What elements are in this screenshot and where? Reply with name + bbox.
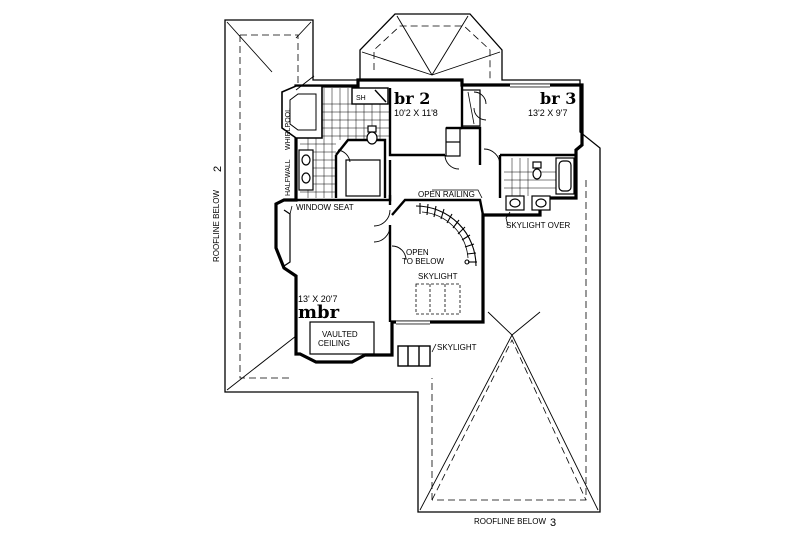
shower bbox=[351, 87, 389, 105]
open-to-below-label-2: TO BELOW bbox=[402, 257, 445, 266]
br3-name: br 3 bbox=[540, 89, 576, 108]
bath2-fixtures bbox=[505, 157, 575, 211]
shower-label: SH bbox=[356, 95, 366, 102]
mbr-dimensions: 13' X 20'7 bbox=[298, 294, 337, 304]
whirlpool-label: WHIRLPOOL bbox=[285, 108, 292, 150]
roof-outline bbox=[224, 13, 601, 513]
door-swings bbox=[295, 75, 501, 261]
skylight-stair-label: SKYLIGHT bbox=[418, 272, 458, 281]
open-railing-label: OPEN RAILING bbox=[418, 190, 475, 199]
br2-name: br 2 bbox=[394, 89, 430, 108]
skylight-roof-label: SKYLIGHT bbox=[437, 343, 477, 352]
whirlpool-tub bbox=[281, 85, 323, 139]
br3-dimensions: 13'2 X 9'7 bbox=[528, 108, 567, 118]
vaulted-ceiling-box bbox=[309, 321, 375, 355]
roofline-bottom-label: ROOFLINE BELOW bbox=[474, 517, 546, 526]
tile-grid bbox=[300, 88, 576, 198]
bath-fixtures bbox=[298, 125, 381, 197]
closets bbox=[445, 89, 481, 157]
eave-lines bbox=[239, 25, 587, 501]
roofline-left-label: ROOFLINE BELOW bbox=[212, 190, 221, 262]
halfwall-label: HALFWALL bbox=[285, 159, 292, 196]
exterior-walls bbox=[274, 78, 584, 364]
roofline-left-mark: 2 bbox=[212, 166, 224, 172]
windows bbox=[396, 83, 550, 325]
open-to-below-label-1: OPEN bbox=[406, 248, 429, 257]
window-seat-bay bbox=[283, 209, 291, 267]
skylight-over-label: SKYLIGHT OVER bbox=[506, 221, 571, 230]
curved-stair bbox=[415, 203, 477, 267]
roofline-bottom-mark: 3 bbox=[550, 517, 556, 529]
vaulted-label-1: VAULTED bbox=[322, 330, 358, 339]
br2-dimensions: 10'2 X 11'8 bbox=[394, 108, 438, 118]
skylight-stair bbox=[415, 283, 461, 315]
skylight-roof bbox=[397, 345, 431, 367]
mbr-name: mbr bbox=[298, 302, 340, 323]
vaulted-label-2: CEILING bbox=[318, 339, 350, 348]
hip-lines bbox=[226, 15, 599, 511]
window-seat-label: WINDOW SEAT bbox=[296, 203, 354, 212]
leader-lines bbox=[289, 189, 511, 353]
